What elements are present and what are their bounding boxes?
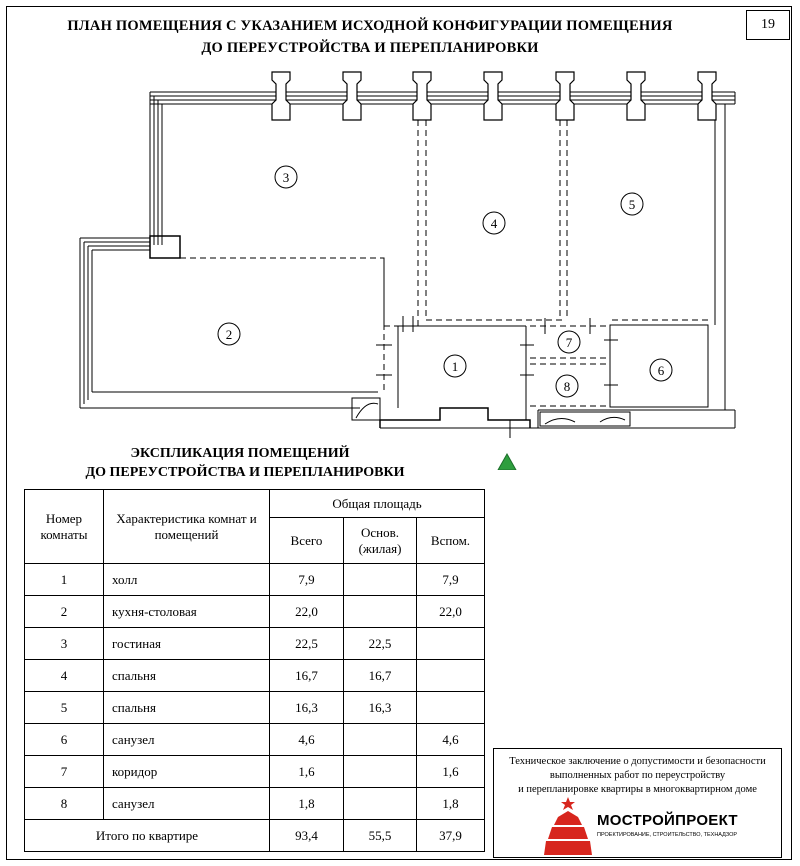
info-line2: выполненных работ по переустройству xyxy=(549,770,726,781)
page-number: 19 xyxy=(746,10,790,40)
total-all: 93,4 xyxy=(269,819,344,852)
floor-plan: 1 2 3 4 5 6 7 8 xyxy=(79,71,736,470)
total-label: Итого по квартире xyxy=(24,819,270,852)
header-main: Основ. (жилая) xyxy=(343,517,417,564)
logo-icon xyxy=(544,797,592,855)
header-all: Всего xyxy=(269,517,344,564)
entrance-marker-icon xyxy=(497,452,517,470)
page-frame xyxy=(6,6,792,860)
header-description: Характеристика комнат и помещений xyxy=(103,489,270,564)
info-block: Техническое заключение о допустимости и … xyxy=(493,748,782,858)
total-main: 55,5 xyxy=(343,819,417,852)
room-label-6: 6 xyxy=(658,363,665,378)
header-total-area: Общая площадь xyxy=(269,489,485,518)
plan-title-line1: ПЛАН ПОМЕЩЕНИЯ С УКАЗАНИЕМ ИСХОДНОЙ КОНФ… xyxy=(67,18,673,34)
total-aux: 37,9 xyxy=(416,819,485,852)
logo-name: МОСТРОЙПРОЕКТ xyxy=(597,812,738,829)
room-label-3: 3 xyxy=(283,170,290,185)
room-label-7: 7 xyxy=(566,335,573,350)
info-line3: и перепланировке квартиры в многоквартир… xyxy=(518,784,757,795)
room-label-5: 5 xyxy=(629,197,636,212)
info-line1: Техническое заключение о допустимости и … xyxy=(509,756,766,767)
explication-table: Номер комнаты Характеристика комнат и по… xyxy=(24,489,485,852)
table-total-row: Итого по квартире 93,4 55,5 37,9 xyxy=(24,819,485,852)
room-label-2: 2 xyxy=(226,327,233,342)
room-label-8: 8 xyxy=(564,379,571,394)
room-label-4: 4 xyxy=(491,216,498,231)
header-aux: Вспом. xyxy=(416,517,485,564)
explication-title-line1: ЭКСПЛИКАЦИЯ ПОМЕЩЕНИЙ xyxy=(130,446,350,461)
logo-tagline: ПРОЕКТИРОВАНИЕ, СТРОИТЕЛЬСТВО, ТЕХНАДЗОР xyxy=(597,832,738,838)
room-label-1: 1 xyxy=(452,359,459,374)
header-room-number: Номер комнаты xyxy=(24,489,104,564)
explication-title-line2: ДО ПЕРЕУСТРОЙСТВА И ПЕРЕПЛАНИРОВКИ xyxy=(85,465,405,480)
plan-title-line2: ДО ПЕРЕУСТРОЙСТВА И ПЕРЕПЛАНИРОВКИ xyxy=(201,40,539,56)
